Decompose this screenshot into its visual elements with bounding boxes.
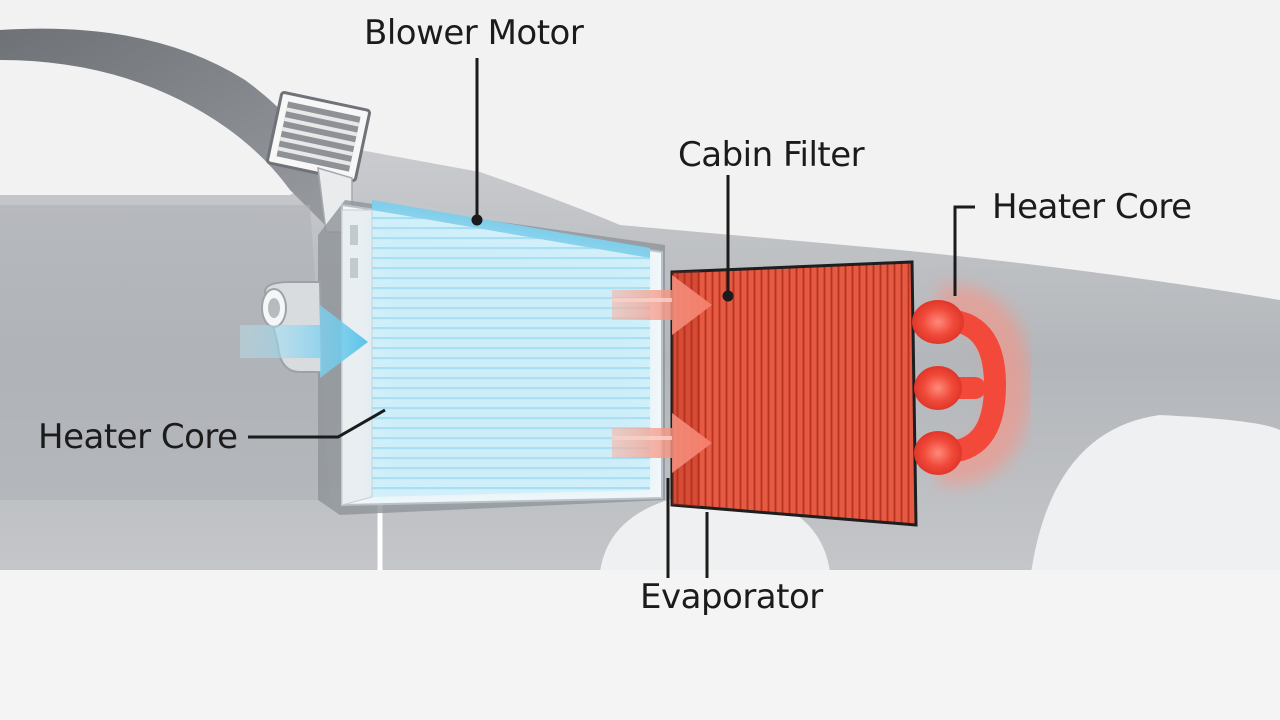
label-cabin-filter: Cabin Filter (678, 135, 865, 175)
label-heater-core-right: Heater Core (992, 187, 1192, 227)
ground (0, 570, 1280, 720)
label-blower-motor: Blower Motor (364, 13, 584, 53)
leader-lines (248, 58, 975, 578)
label-heater-core-left: Heater Core (38, 417, 238, 457)
vent-grille-icon (266, 91, 371, 183)
label-evaporator: Evaporator (640, 577, 823, 617)
cool-air-arrow-icon (240, 305, 368, 378)
cabin-filter-panel (670, 260, 918, 527)
evaporator-side-slot (350, 258, 358, 278)
warm-air-arrow-icon (612, 275, 712, 335)
evaporator-side-slot (350, 225, 358, 245)
evaporator-core (341, 200, 663, 507)
dashboard-shadow (0, 205, 330, 500)
cabin-filter (670, 260, 918, 527)
leader-heater-right (953, 205, 975, 296)
heater-core-bulb (912, 300, 964, 344)
rear-wheel-arch (1030, 415, 1280, 580)
evaporator-top-edge (372, 200, 650, 258)
evaporator-glow (372, 210, 650, 497)
heater-core-bulb (914, 366, 962, 410)
heater-core-glow (938, 284, 1031, 486)
warm-air-arrow-icon (612, 413, 712, 473)
leader-heater-left (248, 408, 386, 439)
heater-core (912, 284, 1031, 486)
leader-cabin-dot (722, 290, 734, 302)
leader-blower-dot (471, 214, 483, 226)
heater-core-loop (929, 308, 1007, 464)
heater-core-bulb (914, 431, 962, 475)
